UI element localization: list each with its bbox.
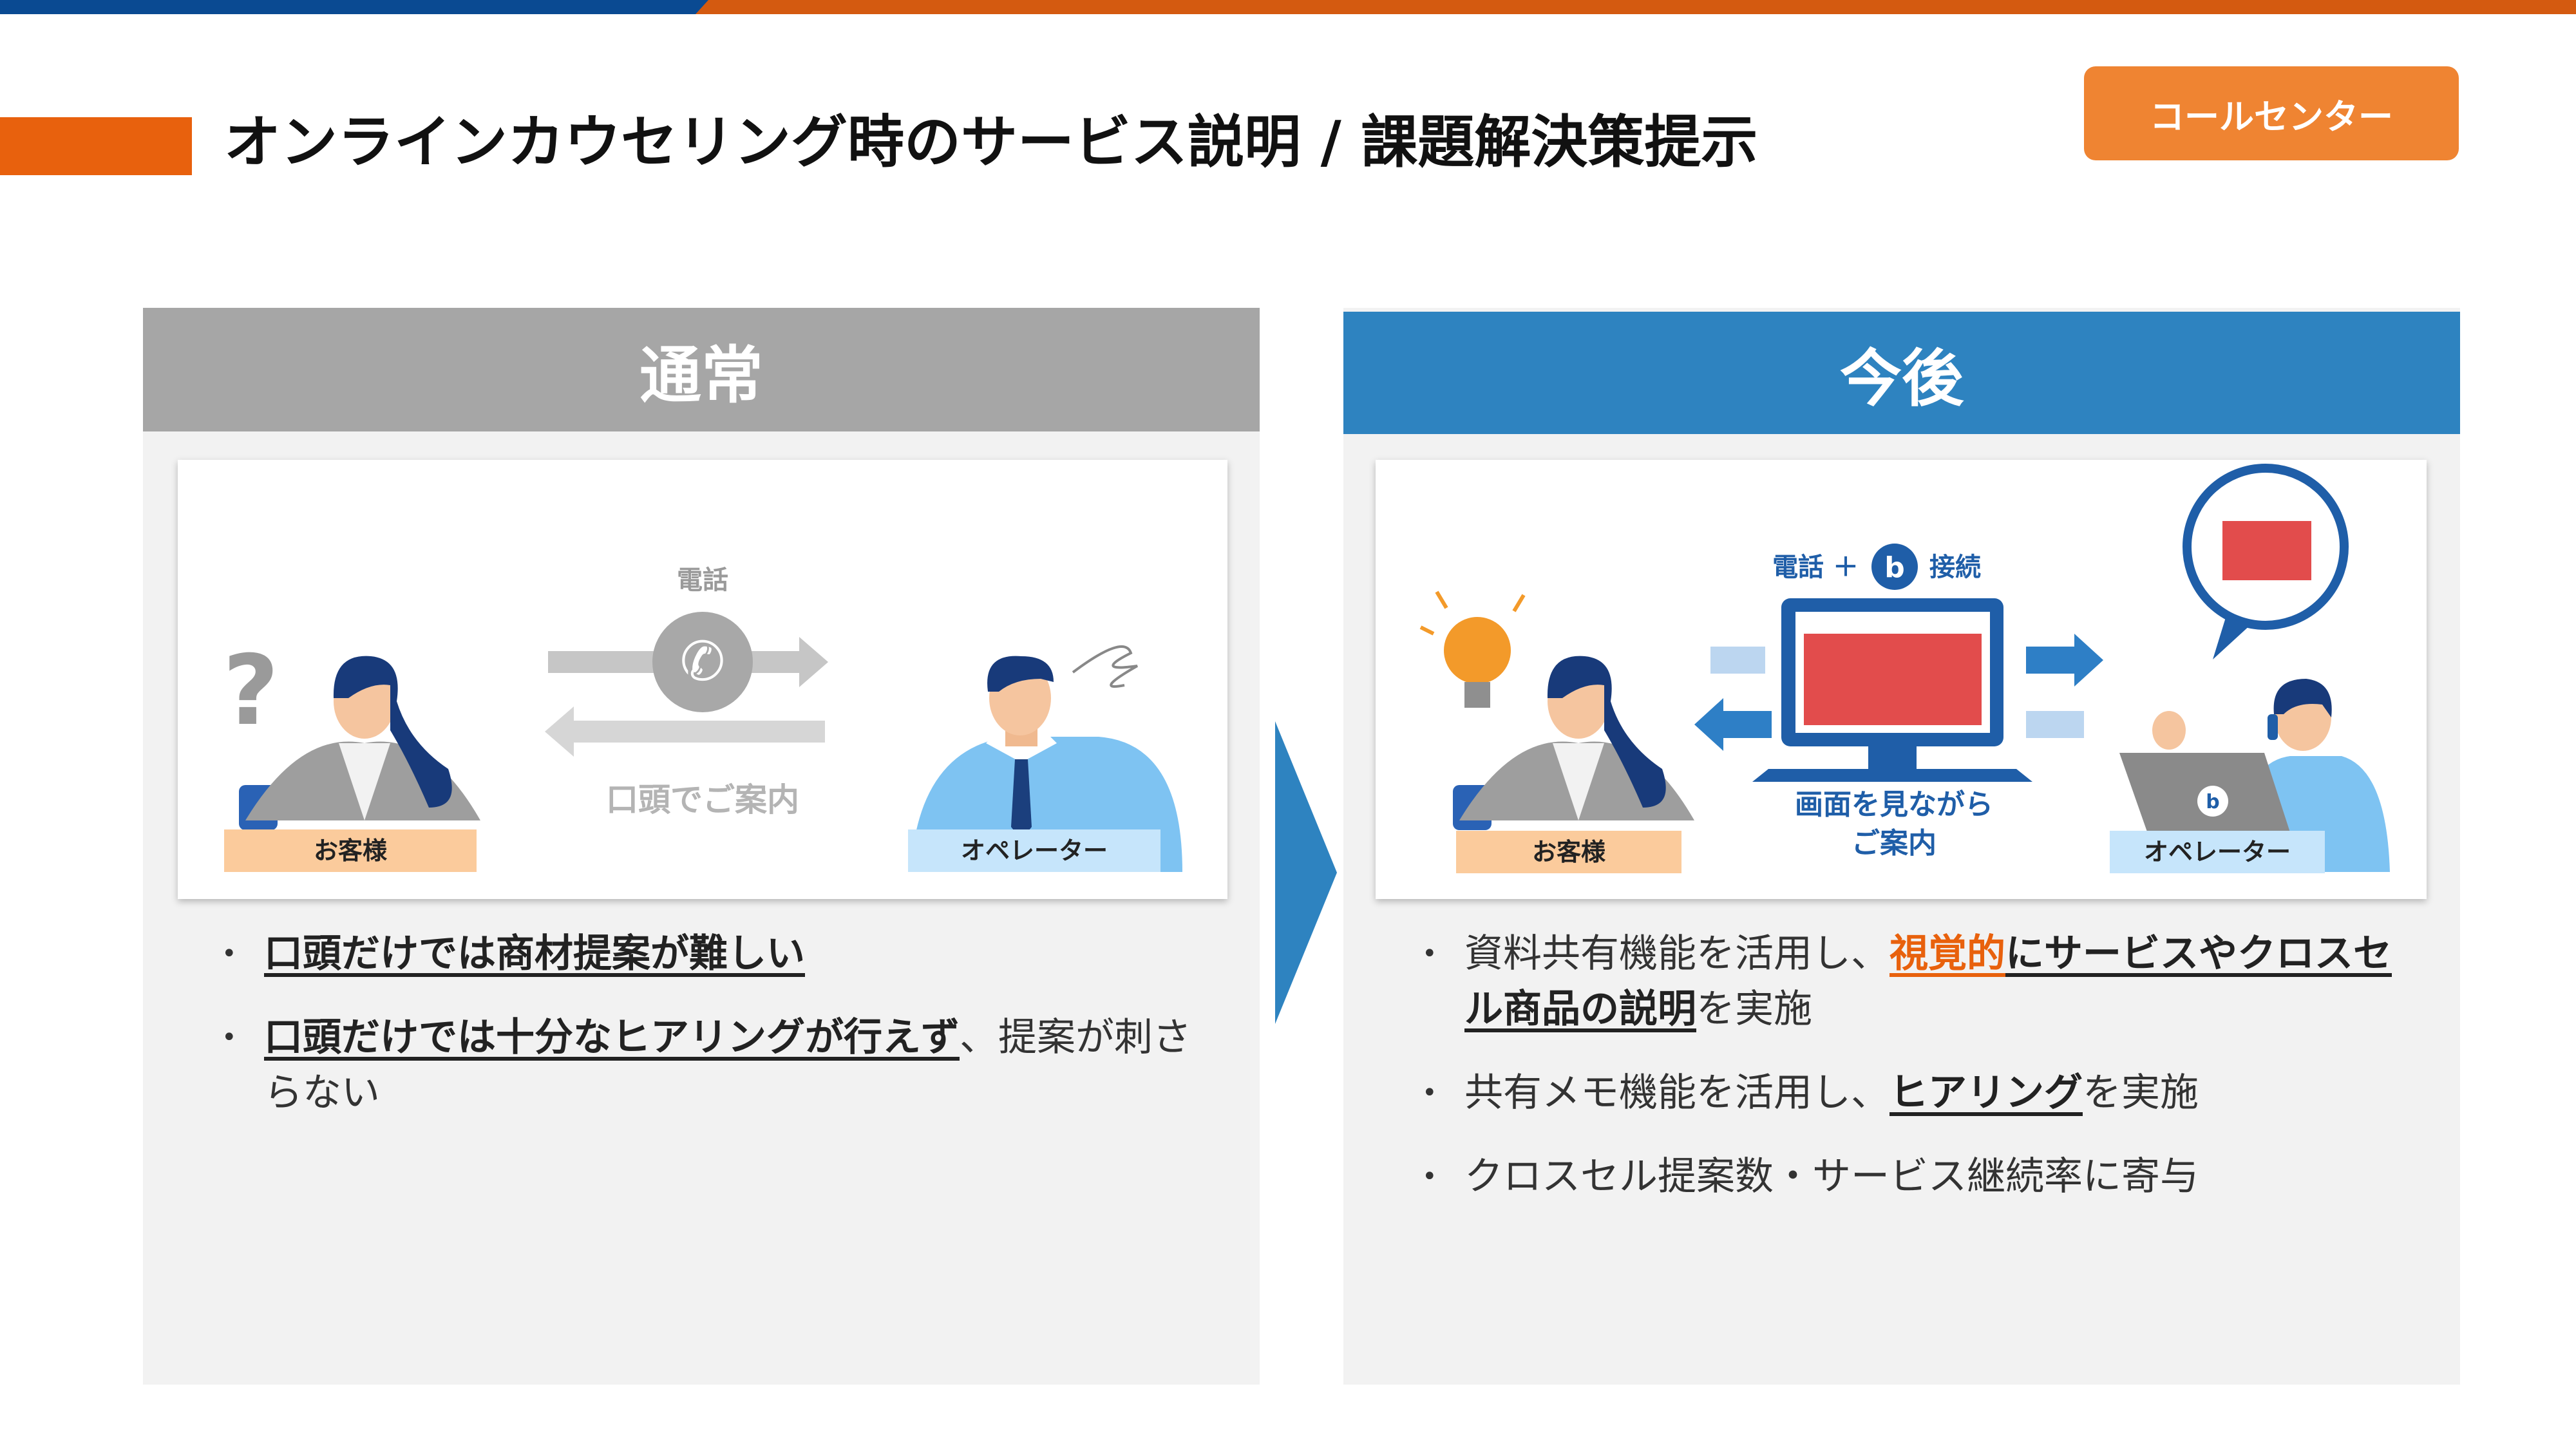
current-illustration-card: ? ✆ 電話 口頭でご案内 bbox=[178, 460, 1227, 899]
operator-label-bg bbox=[908, 829, 1160, 872]
current-panel: 通常 ? ✆ 電話 口頭でご案内 bbox=[143, 308, 1260, 1385]
confusion-scribble-icon bbox=[1072, 645, 1138, 688]
phone-label: 電話 bbox=[677, 565, 728, 595]
screen-guide-label-2: ご案内 bbox=[1852, 827, 1937, 860]
call-center-tag[interactable]: コールセンター bbox=[2084, 66, 2459, 160]
list-item: 資料共有機能を活用し、視覚的にサービスやクロスセル商品の説明を実施 bbox=[1401, 926, 2406, 1037]
svg-text:b: b bbox=[2206, 791, 2219, 813]
b-logo-icon bbox=[1871, 544, 1918, 590]
connect-label-prefix: 電話 ＋ bbox=[1772, 553, 1859, 582]
call-arrows-icon: ✆ bbox=[545, 612, 828, 757]
future-bullet-list: 資料共有機能を活用し、視覚的にサービスやクロスセル商品の説明を実施 共有メモ機能… bbox=[1401, 926, 2406, 1233]
operator-label: オペレーター bbox=[2144, 838, 2291, 866]
bullet-underlined: 口頭だけでは商材提案が難しい bbox=[264, 931, 805, 976]
screen-guide-label-1: 画面を見ながら bbox=[1795, 788, 1993, 821]
operator-label-bg bbox=[2110, 831, 2325, 873]
svg-text:b: b bbox=[1884, 551, 1905, 584]
list-item: 口頭だけでは商材提案が難しい bbox=[201, 926, 1206, 981]
customer-label-bg bbox=[1456, 831, 1681, 873]
list-item: 共有メモ機能を活用し、ヒアリングを実施 bbox=[1401, 1065, 2406, 1121]
share-arrows-icon bbox=[1694, 634, 2103, 751]
bullet-text: 、提案が刺さらない bbox=[264, 1015, 1191, 1115]
question-mark-icon: ? bbox=[223, 635, 279, 747]
bullet-underlined: 口頭だけでは十分なヒアリングが行えず bbox=[264, 1015, 960, 1060]
bullet-text: 共有メモ機能を活用し、 bbox=[1464, 1070, 1889, 1115]
monitor-icon bbox=[1752, 598, 2032, 782]
top-bar-blue bbox=[0, 0, 708, 14]
list-item: クロスセル提案数・サービス継続率に寄与 bbox=[1401, 1149, 2406, 1204]
bullet-text: 資料共有機能を活用し、 bbox=[1464, 931, 1889, 976]
top-bar-orange bbox=[696, 0, 2576, 14]
title-accent-bar bbox=[0, 117, 192, 175]
customer-label-bg bbox=[224, 829, 477, 872]
bullet-underlined: にサービスやクロスセル商品の説明 bbox=[1464, 931, 2392, 1032]
future-heading: 今後 bbox=[1343, 312, 2460, 434]
customer-icon bbox=[1453, 656, 1694, 830]
bullet-text: クロスセル提案数・サービス継続率に寄与 bbox=[1464, 1154, 2199, 1199]
current-bullet-list: 口頭だけでは商材提案が難しい 口頭だけでは十分なヒアリングが行えず、提案が刺さら… bbox=[201, 926, 1206, 1149]
operator-label: オペレーター bbox=[961, 837, 1108, 865]
bullet-text: を実施 bbox=[1696, 987, 1812, 1032]
future-illustration: 電話 ＋ b 接続 画面を見ながら ご案内 bbox=[1419, 464, 2390, 873]
future-panel: 今後 電話 ＋ b 接続 bbox=[1343, 308, 2460, 1385]
page-title: オンラインカウセリング時のサービス説明 / 課題解決策提示 bbox=[224, 109, 1758, 175]
customer-icon bbox=[239, 656, 480, 830]
bullet-text: を実施 bbox=[2083, 1070, 2199, 1115]
bullet-underlined: ヒアリング bbox=[1889, 1070, 2083, 1115]
customer-label: お客様 bbox=[314, 837, 388, 865]
bullet-emphasis: 視覚的 bbox=[1889, 931, 2005, 976]
current-illustration: ? ✆ 電話 口頭でご案内 bbox=[223, 565, 1182, 872]
speech-bubble-icon bbox=[2183, 464, 2349, 659]
svg-text:✆: ✆ bbox=[680, 630, 725, 693]
lightbulb-icon bbox=[1419, 591, 1526, 708]
transition-arrow-icon bbox=[1275, 721, 1337, 1024]
verbal-guide-label: 口頭でご案内 bbox=[606, 781, 799, 819]
future-illustration-card: 電話 ＋ b 接続 画面を見ながら ご案内 bbox=[1376, 460, 2427, 899]
list-item: 口頭だけでは十分なヒアリングが行えず、提案が刺さらない bbox=[201, 1010, 1206, 1121]
current-heading: 通常 bbox=[143, 308, 1260, 431]
customer-label: お客様 bbox=[1532, 838, 1606, 866]
connect-label-suffix: 接続 bbox=[1929, 553, 1981, 582]
